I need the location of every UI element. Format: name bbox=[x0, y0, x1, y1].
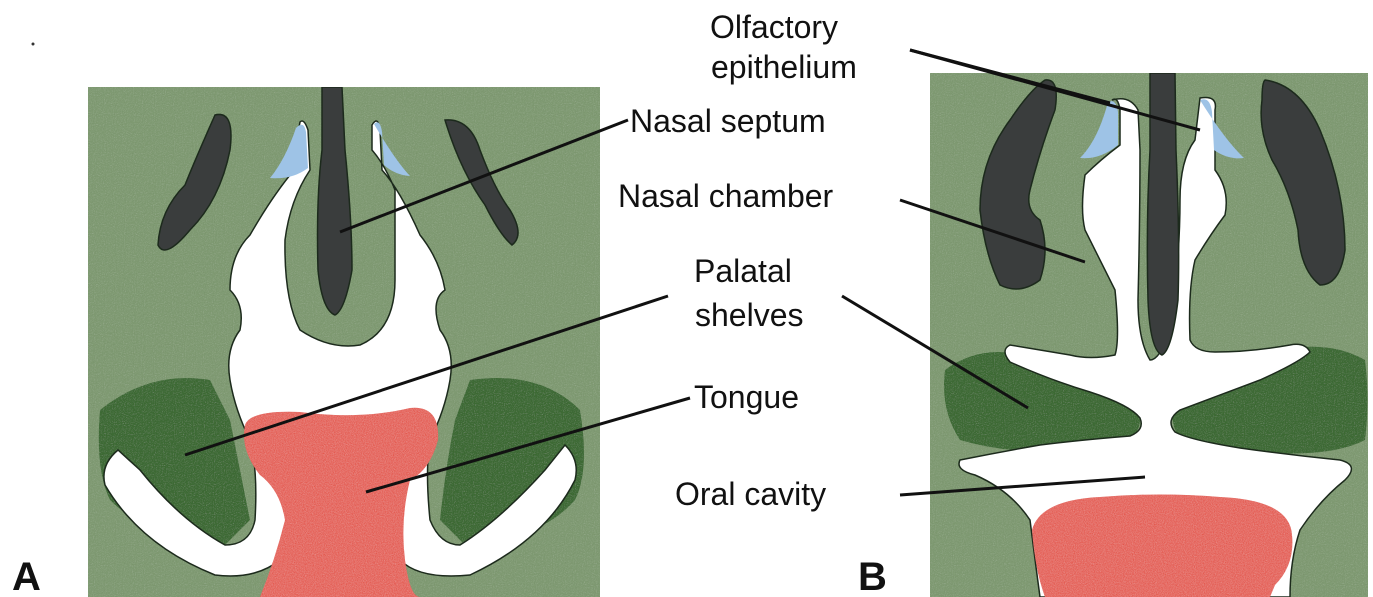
panel-a bbox=[88, 87, 600, 597]
stray-dot bbox=[32, 43, 35, 46]
label-olfactory-line2: epithelium bbox=[711, 49, 857, 85]
label-tongue: Tongue bbox=[694, 379, 799, 415]
panel-label-a: A bbox=[12, 555, 41, 597]
label-nasal-septum: Nasal septum bbox=[630, 103, 826, 139]
label-oral-cavity: Oral cavity bbox=[675, 476, 826, 512]
label-palatal-line2: shelves bbox=[695, 297, 804, 333]
panel-label-b: B bbox=[858, 555, 887, 597]
tongue-b bbox=[1032, 495, 1292, 597]
label-nasal-chamber: Nasal chamber bbox=[618, 178, 834, 214]
label-palatal-line1: Palatal bbox=[694, 253, 792, 289]
panel-b bbox=[930, 73, 1368, 597]
label-olfactory-line1: Olfactory bbox=[710, 9, 838, 45]
